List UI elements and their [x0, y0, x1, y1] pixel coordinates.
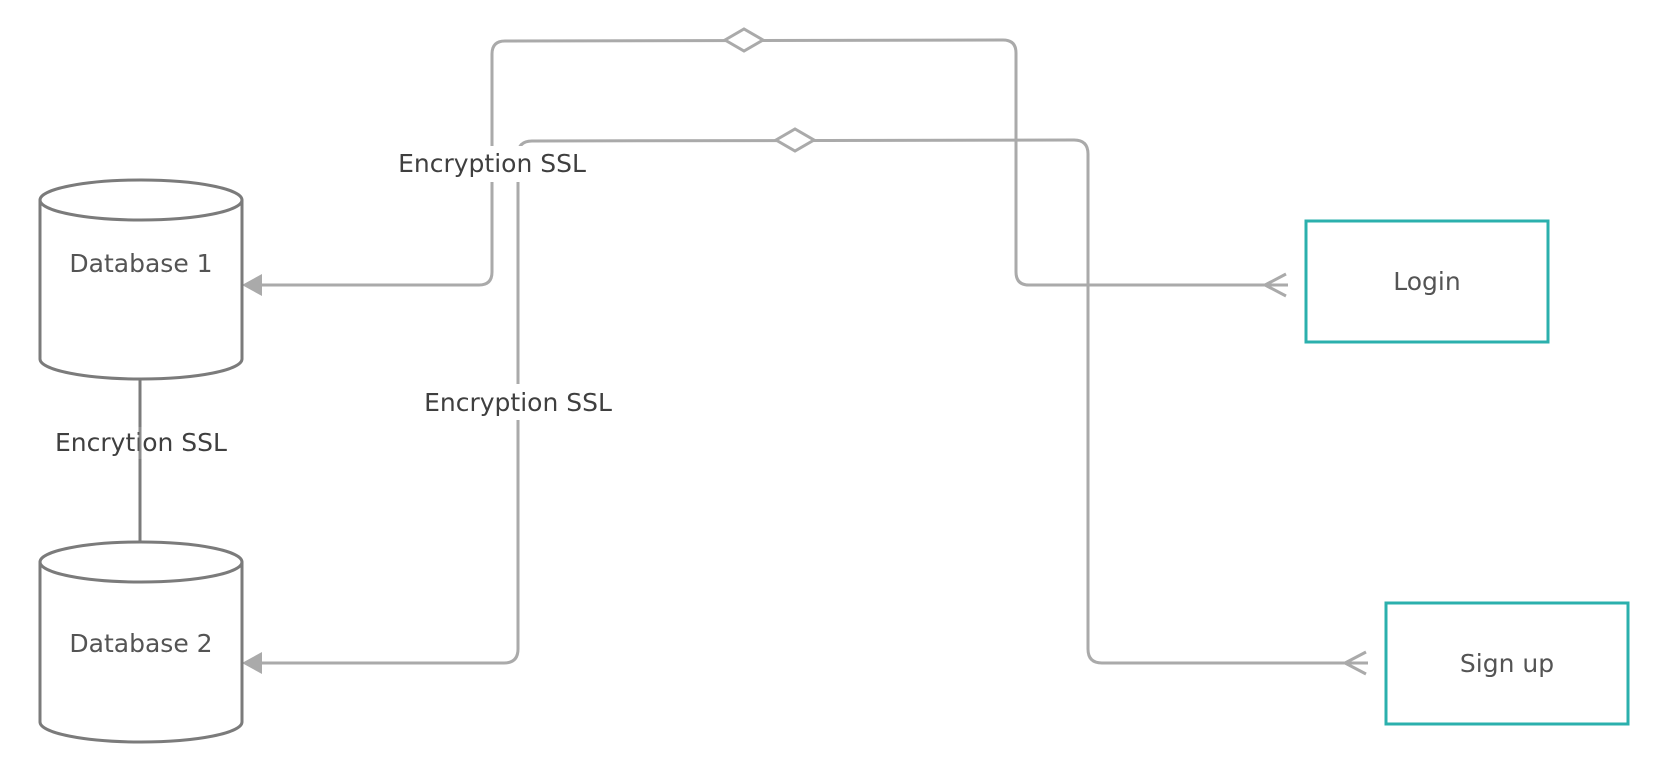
node-label: Database 1: [69, 249, 212, 278]
node-label: Sign up: [1460, 649, 1554, 678]
connector-login-to-database-1[interactable]: [242, 27, 1288, 298]
node-box: [1304, 219, 1550, 344]
crows-foot-icon: [1341, 650, 1367, 676]
edge-label-login: Encryption SSL: [398, 146, 586, 182]
arrowhead-icon: [242, 652, 262, 674]
database-2-node[interactable]: Database 2: [38, 540, 244, 744]
label-background: [398, 146, 586, 182]
database-1-node[interactable]: Database 1: [38, 178, 244, 381]
diamond-icon: [722, 27, 766, 53]
label-background: [424, 384, 612, 420]
sign-up-node[interactable]: Sign up: [1384, 601, 1630, 726]
crows-foot-icon: [1261, 272, 1287, 298]
node-label: Login: [1393, 267, 1460, 296]
arrowhead-icon: [242, 274, 262, 296]
edge-label-text: Encryption SSL: [398, 149, 586, 178]
cylinder-top: [38, 178, 244, 222]
cylinder-icon: [38, 562, 244, 744]
cylinder-icon: [38, 200, 244, 381]
login-node[interactable]: Login: [1304, 219, 1550, 344]
edge-label-signup: Encryption SSL: [424, 384, 612, 420]
connector-signup-to-database-2[interactable]: [242, 127, 1368, 676]
node-box: [1384, 601, 1630, 726]
edge-label-text: Encryption SSL: [424, 388, 612, 417]
diamond-icon: [773, 127, 817, 153]
node-label: Database 2: [69, 629, 212, 658]
cylinder-top: [38, 540, 244, 584]
